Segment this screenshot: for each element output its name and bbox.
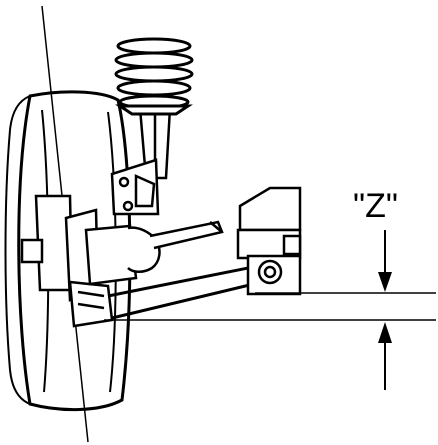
strut-icon bbox=[110, 106, 172, 216]
subframe-icon bbox=[236, 186, 302, 296]
drive-shaft-icon bbox=[84, 220, 224, 286]
arrow-down-icon bbox=[378, 230, 392, 292]
coil-spring-icon bbox=[114, 37, 194, 116]
arrow-up-icon bbox=[378, 322, 392, 390]
dimension-label: "Z" bbox=[353, 187, 398, 225]
lower-control-arm-icon bbox=[107, 264, 263, 320]
